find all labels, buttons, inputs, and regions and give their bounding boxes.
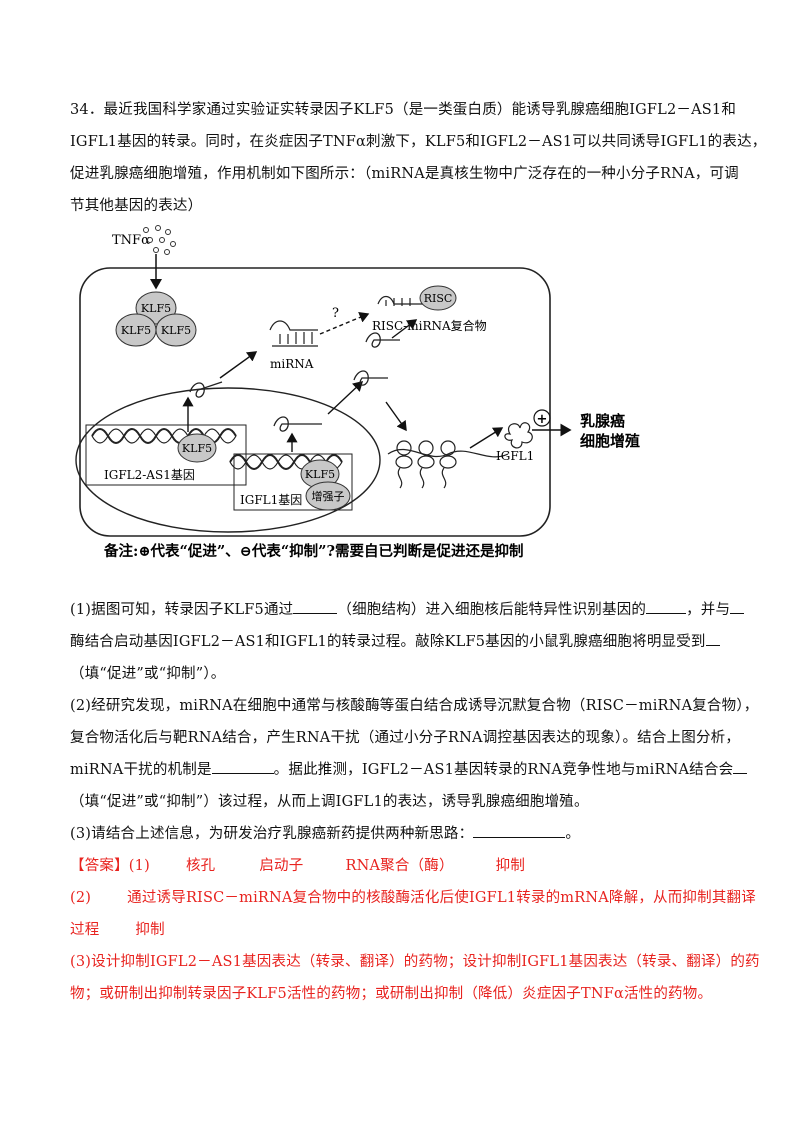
blank-1a	[293, 599, 338, 614]
risc-protein	[419, 285, 457, 311]
sub1-line-1: (1)据图可知，转录因子KLF5通过（细胞结构）进入细胞核后能特异性识别基因的，…	[70, 598, 745, 619]
svg-text:KLF5: KLF5	[182, 442, 212, 455]
answer-3-line-2: 物；或研制出抑制转录因子KLF5活性的药物；或研制出抑制（降低）炎症因子TNFα…	[70, 986, 713, 1002]
enhancer-protein	[305, 481, 351, 511]
igfl1-mrna-icon	[273, 416, 322, 432]
igfl1-gene-label: IGFL1基因	[240, 493, 302, 507]
risc-complex-label: RISC-miRNA复合物	[372, 318, 487, 333]
igfl1-gene-box	[233, 453, 353, 511]
klf5-trimer: KLF5 KLF5 KLF5	[115, 291, 197, 347]
unknown-mark: ?	[332, 306, 339, 321]
outcome-line-2: 细胞增殖	[580, 432, 640, 450]
sub2-line-4: （填“促进”或“抑制”）该过程，从而上调IGFL1的表达，诱导乳腺癌细胞增殖。	[70, 794, 589, 810]
question-line-3: 促进乳腺癌细胞增殖，作用机制如下图所示：（miRNA是真核生物中广泛存在的一种小…	[70, 166, 739, 182]
blank-1b	[646, 599, 687, 614]
answer-2b: 过程抑制	[70, 922, 165, 938]
igfl1-protein-icon	[504, 422, 533, 449]
blank-2b	[733, 759, 748, 774]
answer-2: (2)通过诱导RISC－miRNA复合物中的核酸酶活化后使IGFL1转录的mRN…	[70, 890, 756, 906]
risc-complex-icon	[377, 295, 424, 306]
polysome-icon	[387, 440, 509, 489]
mirna-label: miRNA	[270, 357, 314, 371]
blank-3	[473, 823, 566, 838]
answer-3-line-1: (3)设计抑制IGFL2－AS1基因表达（转录、翻译）的药物；设计抑制IGFL1…	[70, 954, 760, 970]
enhancer-label: 增强子	[312, 489, 345, 503]
question-line-2: IGFL1基因的转录。同时，在炎症因子TNFα刺激下，KLF5和IGFL2－AS…	[70, 134, 767, 150]
outcome-line-1: 乳腺癌	[580, 412, 625, 430]
promote-plus-icon	[533, 409, 551, 427]
sub1-line-2: 酶结合启动基因IGFL2－AS1和IGFL1的转录过程。敲除KLF5基因的小鼠乳…	[70, 630, 720, 651]
blank-1d	[705, 631, 720, 646]
mrna-cyto-2	[365, 332, 400, 348]
mechanism-diagram: TNFα KLF5 KLF5 KLF5 miRNA ? RISC RISC-mi…	[75, 225, 640, 560]
blank-1c	[730, 599, 745, 614]
svg-text:KLF5: KLF5	[161, 324, 191, 337]
klf5-bound-1	[177, 433, 217, 463]
sub2-line-2: 复合物活化后与靶RNA结合，产生RNA干扰（通过小分子RNA调控基因表达的现象）…	[70, 730, 741, 746]
question-line-4: 节其他基因的表达）	[70, 198, 203, 214]
svg-text:KLF5: KLF5	[141, 302, 171, 315]
svg-text:KLF5: KLF5	[121, 324, 151, 337]
svg-text:+: +	[537, 412, 548, 427]
tnf-molecules-icon	[143, 225, 176, 255]
sub1-line-3: （填“促进”或“抑制”）。	[70, 666, 226, 682]
mirna-icon	[269, 320, 318, 347]
sub3-line: (3)请结合上述信息，为研发治疗乳腺癌新药提供两种新思路：。	[70, 822, 580, 843]
igfl2-gene-box	[85, 424, 247, 486]
tnf-label: TNFα	[112, 233, 150, 248]
question-line-1: 34．最近我国科学家通过实验证实转录因子KLF5（是一类蛋白质）能诱导乳腺癌细胞…	[70, 102, 737, 118]
diagram-note: 备注:⊕代表“促进”、⊖代表“抑制”?需要自已判断是促进还是抑制	[103, 542, 524, 560]
svg-text:KLF5: KLF5	[305, 468, 335, 481]
mrna-cyto-1	[353, 370, 388, 386]
igfl1-protein-label: IGFL1	[496, 449, 534, 463]
blank-2a	[211, 759, 274, 774]
svg-text:RISC: RISC	[424, 292, 453, 305]
igfl2-gene-label: IGFL2-AS1基因	[104, 468, 195, 482]
sub2-line-1: (2)经研究发现，miRNA在细胞中通常与核酸酶等蛋白结合成诱导沉默复合物（RI…	[70, 698, 759, 714]
igfl2-rna-icon	[189, 381, 223, 398]
sub2-line-3: miRNA干扰的机制是。据此推测，IGFL2－AS1基因转录的RNA竞争性地与m…	[70, 758, 748, 779]
cell-membrane	[79, 267, 551, 537]
nucleus	[75, 387, 381, 533]
dna-helix-1	[91, 428, 237, 444]
